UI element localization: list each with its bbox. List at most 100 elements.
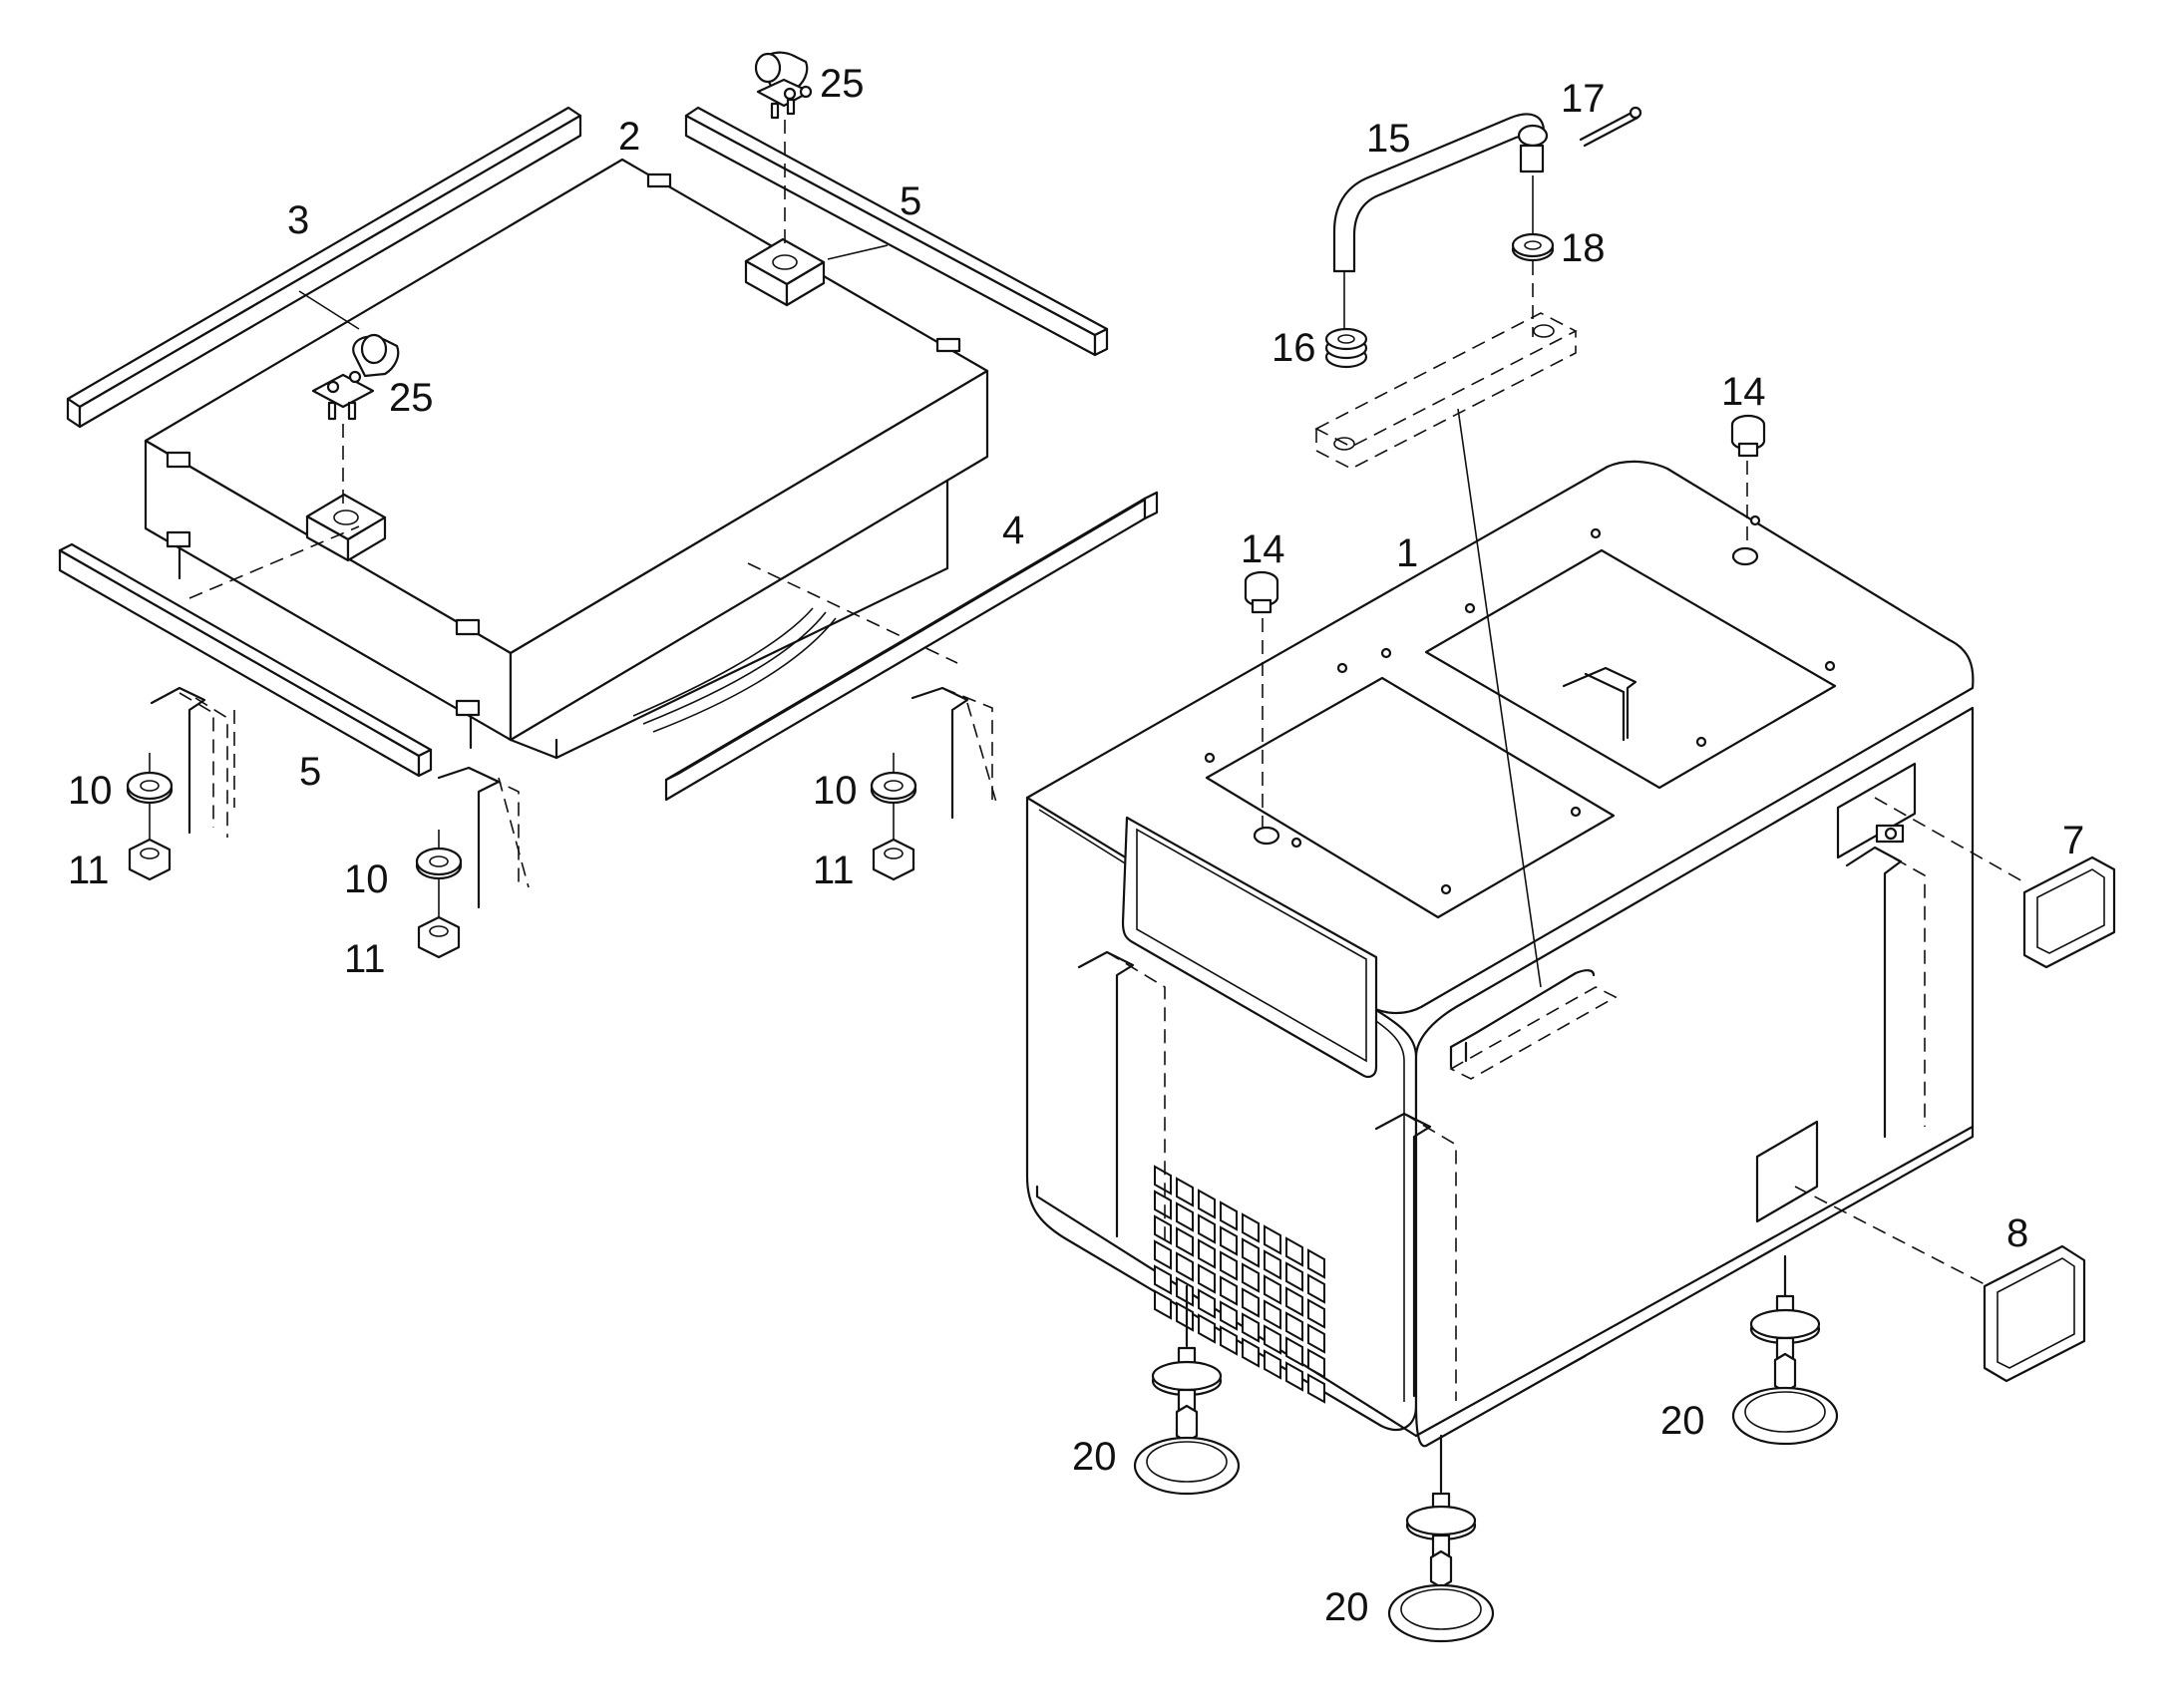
vent-cell <box>1176 1276 1194 1307</box>
bar-part-4 <box>664 491 1159 802</box>
vent-cell <box>1285 1311 1303 1342</box>
washer-10-a <box>126 753 174 805</box>
vent-cell <box>1242 1212 1260 1243</box>
vent-cell <box>1220 1275 1238 1306</box>
callout-2: 2 <box>618 115 640 159</box>
vent-cell <box>1154 1214 1172 1245</box>
vent-cell <box>1264 1224 1281 1255</box>
vent-grille <box>1154 1165 1325 1404</box>
nut-11-a <box>128 803 172 881</box>
cabinet-part-1 <box>1025 460 1975 1448</box>
callout-11-c: 11 <box>813 849 855 892</box>
vent-cell <box>1307 1373 1325 1404</box>
vent-cell <box>1198 1288 1216 1319</box>
vent-cell <box>1285 1336 1303 1367</box>
vent-cell <box>1307 1298 1325 1329</box>
vent-cell <box>1198 1189 1216 1219</box>
callout-8: 8 <box>2006 1211 2028 1255</box>
bracket-set-left <box>150 686 998 909</box>
bar-part-5-rear <box>684 106 1109 357</box>
vent-cell <box>1307 1248 1325 1279</box>
tank-part-2 <box>144 158 989 760</box>
vent-cell <box>1176 1251 1194 1282</box>
cover-part-7 <box>1874 797 2116 969</box>
vent-cell <box>1307 1348 1325 1379</box>
vent-cell <box>1198 1213 1216 1244</box>
callout-11-a: 11 <box>68 849 110 892</box>
callout-14-a: 14 <box>1241 527 1285 571</box>
callout-10-b: 10 <box>344 857 389 901</box>
vent-cell <box>1264 1249 1281 1280</box>
grommet-part-16 <box>1324 327 1368 369</box>
vent-cell <box>1285 1361 1303 1392</box>
callout-14-b: 14 <box>1721 370 1766 414</box>
foot-part-20-b <box>1387 1434 1495 1643</box>
vent-cell <box>1220 1200 1238 1231</box>
vent-cell <box>1264 1299 1281 1330</box>
callout-16: 16 <box>1272 326 1316 370</box>
vent-cell <box>1176 1226 1194 1257</box>
nut-11-c <box>872 803 915 881</box>
callout-5-rear: 5 <box>900 179 921 223</box>
vent-cell <box>1176 1201 1194 1232</box>
vent-cell <box>1285 1286 1303 1317</box>
callout-3: 3 <box>287 198 309 242</box>
vent-cell <box>1242 1312 1260 1343</box>
callout-11-b: 11 <box>344 937 386 981</box>
vent-cell <box>1154 1264 1172 1295</box>
callout-7: 7 <box>2062 819 2084 862</box>
mounting-pad-front <box>305 493 387 562</box>
vent-cell <box>1242 1262 1260 1293</box>
vent-cell <box>1242 1287 1260 1318</box>
callout-5-front: 5 <box>299 750 321 794</box>
vent-cell <box>1198 1238 1216 1269</box>
vent-cell <box>1242 1337 1260 1368</box>
vent-cell <box>1264 1349 1281 1380</box>
vent-cell <box>1220 1225 1238 1256</box>
handle-part-15 <box>1332 113 1549 337</box>
washer-10-b <box>415 830 463 880</box>
vent-cell <box>1264 1274 1281 1305</box>
vent-cell <box>1154 1190 1172 1220</box>
callout-25-top: 25 <box>820 62 865 106</box>
elbow-fitting-25-top <box>754 51 813 249</box>
washer-part-18 <box>1511 175 1555 262</box>
bar-part-5-front <box>58 542 433 778</box>
vent-cell <box>1220 1300 1238 1331</box>
handle-plate-dashed <box>1314 312 1578 988</box>
vent-cell <box>1264 1324 1281 1355</box>
plug-part-14-a <box>1244 570 1279 828</box>
nut-11-b <box>417 877 461 959</box>
foot-part-20-a <box>1133 1284 1241 1496</box>
vent-cell <box>1242 1237 1260 1268</box>
callout-18: 18 <box>1561 226 1606 270</box>
callout-17: 17 <box>1561 77 1606 121</box>
vent-cell <box>1285 1236 1303 1267</box>
callout-20-a: 20 <box>1072 1435 1117 1479</box>
vent-cell <box>1154 1239 1172 1270</box>
vent-cell <box>1285 1261 1303 1292</box>
vent-cell <box>1198 1313 1216 1344</box>
vent-cell <box>1307 1323 1325 1354</box>
bar-part-3 <box>66 106 582 429</box>
vent-cell <box>1220 1250 1238 1281</box>
callout-1: 1 <box>1396 531 1418 575</box>
vent-cell <box>1176 1177 1194 1207</box>
vent-cell <box>1154 1289 1172 1320</box>
callout-labels: 1 2 3 4 5 5 7 8 10 11 10 11 10 11 14 14 … <box>68 62 2084 1629</box>
vent-cell <box>1307 1273 1325 1304</box>
elbow-fitting-25-mid <box>311 333 400 504</box>
plug-part-14-b <box>1730 414 1766 548</box>
callout-10-a: 10 <box>68 769 113 813</box>
vent-cell <box>1198 1263 1216 1294</box>
vent-cell <box>1220 1325 1238 1356</box>
callout-20-c: 20 <box>1660 1399 1705 1443</box>
pin-part-17 <box>1579 106 1642 148</box>
foot-part-20-c <box>1731 1254 1839 1446</box>
callout-4: 4 <box>1002 509 1024 552</box>
cover-part-8 <box>1794 1186 2086 1383</box>
callout-20-b: 20 <box>1324 1585 1369 1629</box>
mounting-pad-rear <box>744 237 826 307</box>
callout-10-c: 10 <box>813 769 858 813</box>
